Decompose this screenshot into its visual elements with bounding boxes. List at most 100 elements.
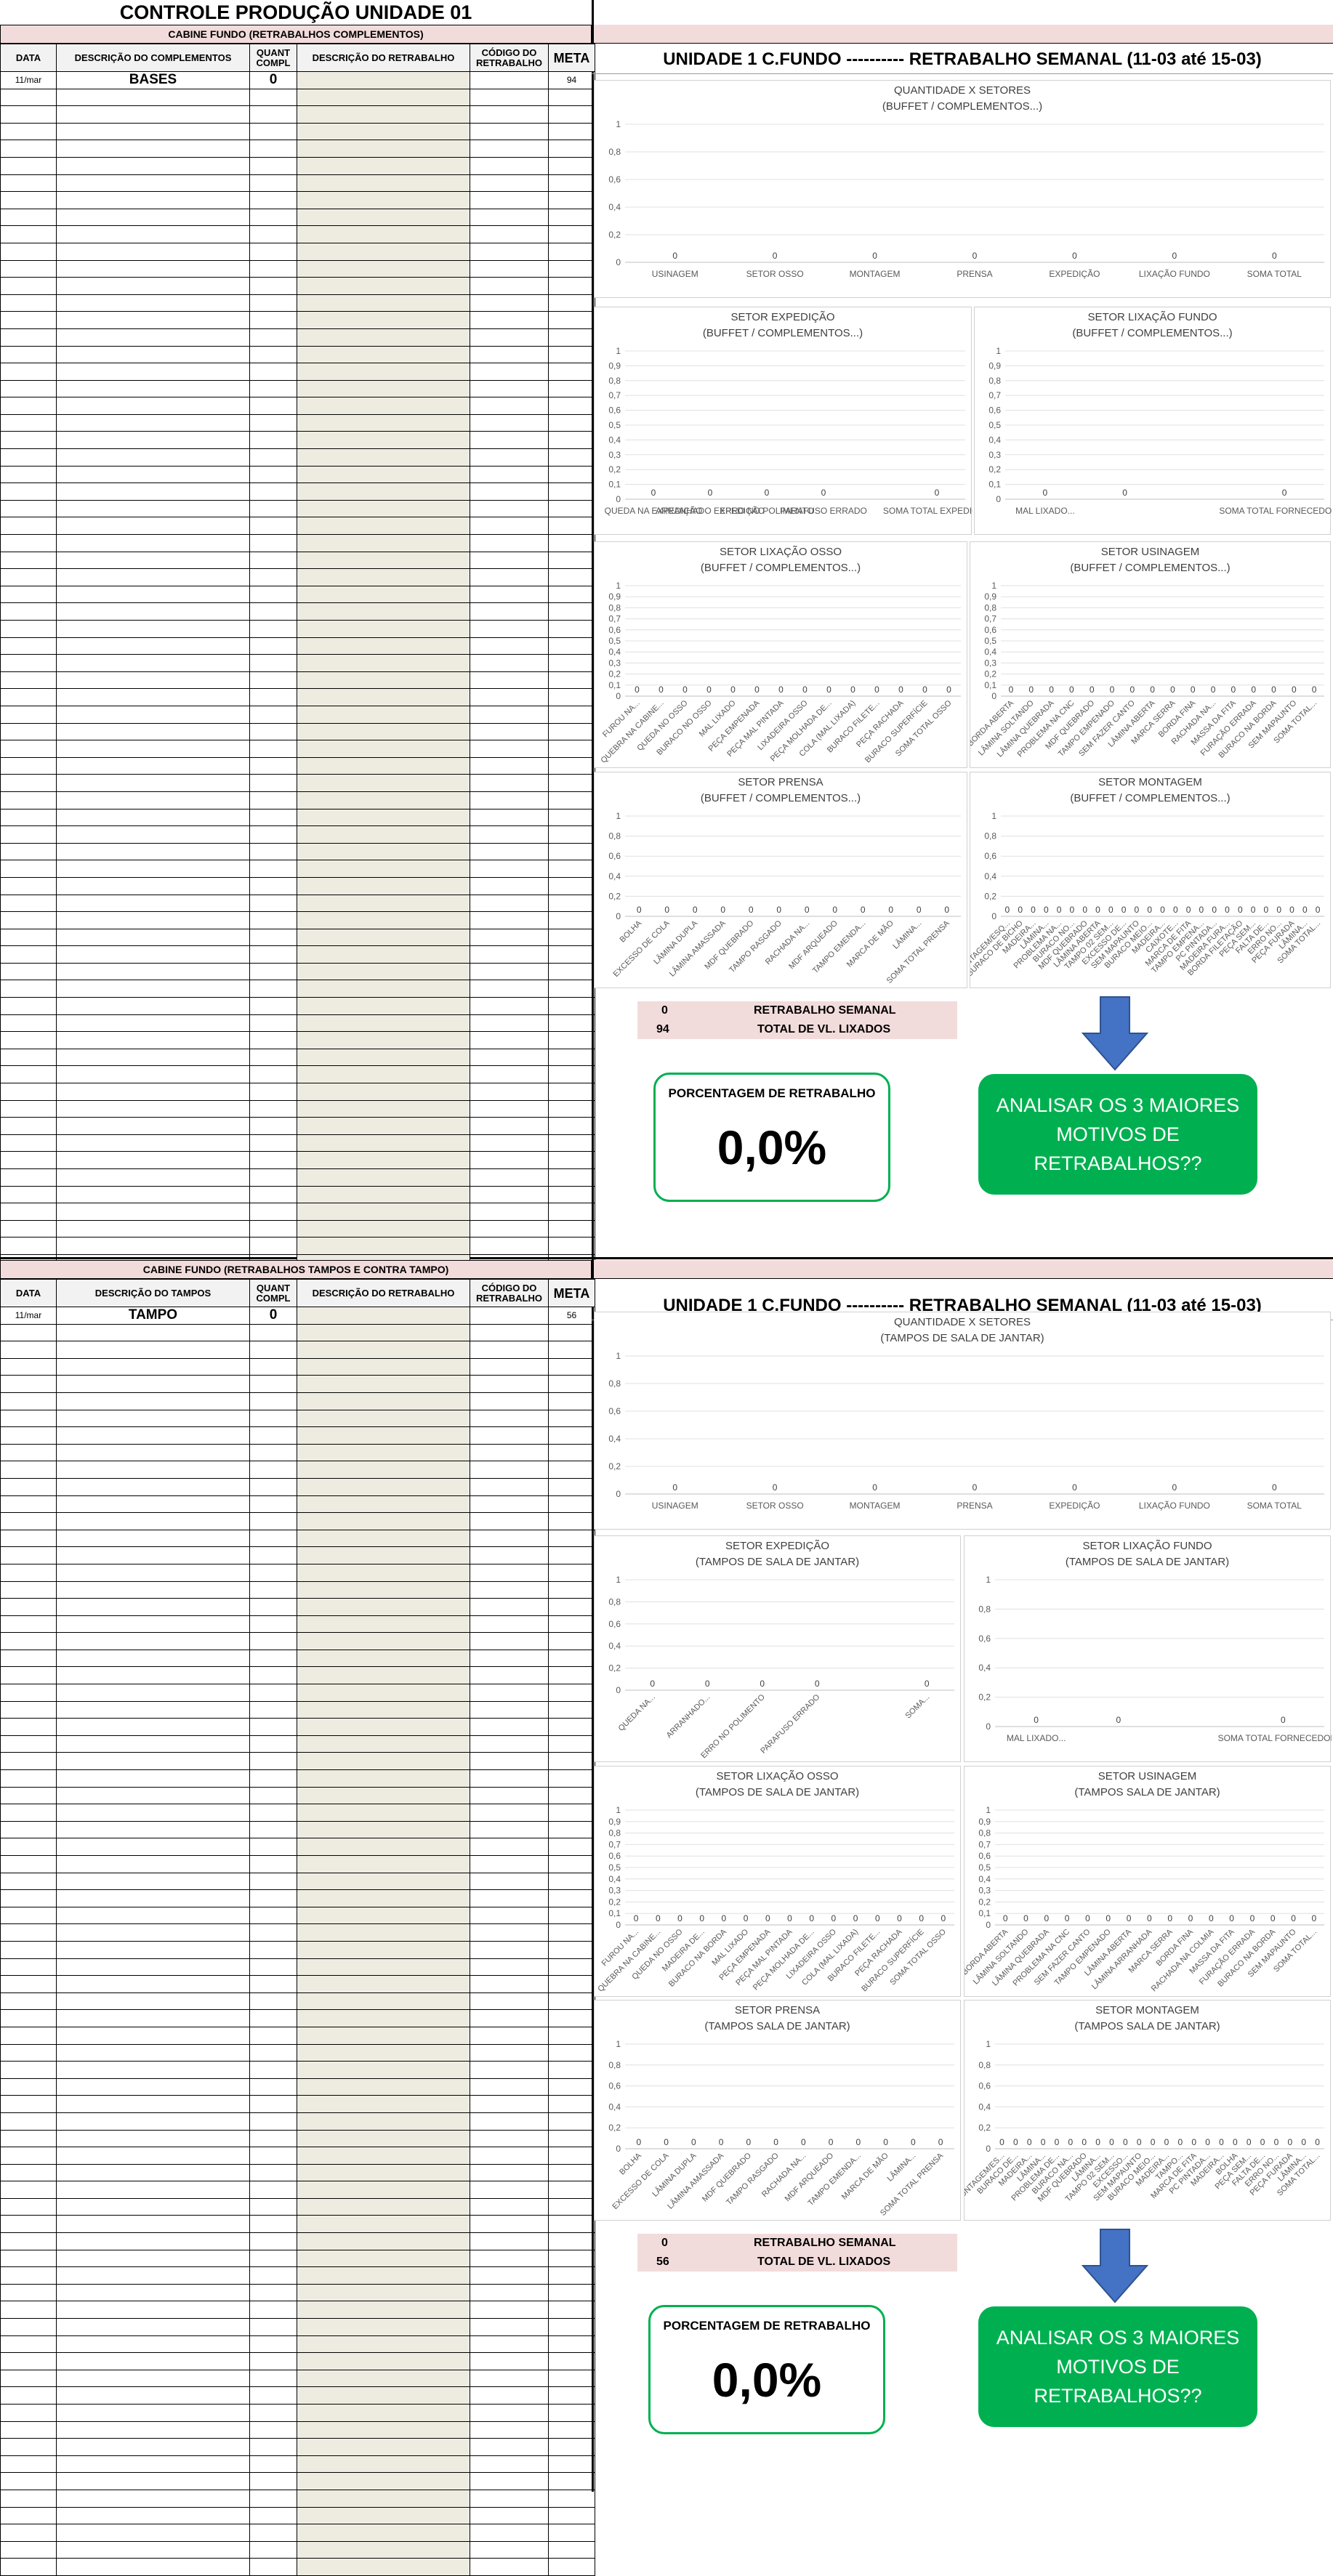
table-cell[interactable] [0,928,57,947]
table-cell[interactable] [0,2335,57,2354]
table-cell[interactable] [0,774,57,792]
table-cell[interactable] [548,962,595,981]
table-cell[interactable] [297,1855,470,1873]
table-cell[interactable] [470,945,549,964]
table-cell[interactable] [56,2181,250,2199]
table-cell[interactable] [249,225,297,243]
table-cell[interactable] [470,722,549,741]
table-cell[interactable] [249,860,297,878]
table-cell[interactable] [297,2078,470,2096]
table-cell[interactable] [297,945,470,964]
table-cell[interactable] [548,88,595,107]
table-cell[interactable]: 0 [249,71,297,89]
table-cell[interactable] [56,1099,250,1118]
table-cell[interactable] [548,1185,595,1204]
table-cell[interactable] [249,140,297,158]
table-cell[interactable] [56,465,250,484]
table-cell[interactable] [297,2558,470,2576]
table-cell[interactable] [297,2540,470,2559]
table-cell[interactable] [297,1632,470,1650]
table-cell[interactable] [56,1975,250,1993]
table-cell[interactable] [249,2043,297,2062]
table-cell[interactable] [297,722,470,741]
table-cell[interactable] [548,1219,595,1238]
table-cell[interactable] [56,551,250,570]
table-cell[interactable] [548,105,595,124]
table-cell[interactable] [548,363,595,381]
table-cell[interactable] [56,2540,250,2559]
table-cell[interactable] [0,277,57,295]
table-cell[interactable] [249,654,297,672]
table-cell[interactable] [249,2266,297,2285]
table-cell[interactable] [56,242,250,261]
table-cell[interactable] [249,568,297,586]
table-cell[interactable] [297,397,470,415]
table-cell[interactable] [0,448,57,467]
table-cell[interactable] [56,602,250,621]
table-cell[interactable] [297,911,470,929]
table-cell[interactable] [56,1940,250,1959]
table-cell[interactable] [470,1649,549,1668]
table-cell[interactable] [470,345,549,364]
table-cell[interactable] [0,1083,57,1101]
table-cell[interactable] [470,1752,549,1771]
table-cell[interactable] [0,105,57,124]
table-cell[interactable] [249,397,297,415]
table-cell[interactable] [56,2043,250,2062]
table-cell[interactable] [470,1357,549,1376]
table-cell[interactable] [249,294,297,312]
table-cell[interactable] [0,1563,57,1582]
table-cell[interactable] [470,465,549,484]
table-cell[interactable] [470,517,549,536]
table-cell[interactable] [0,88,57,107]
table-cell[interactable] [470,2061,549,2079]
table-cell[interactable] [249,1563,297,1582]
table-cell[interactable] [0,1923,57,1942]
table-cell[interactable] [548,1923,595,1942]
table-cell[interactable] [0,791,57,809]
table-cell[interactable] [470,1872,549,1891]
table-cell[interactable] [548,1546,595,1564]
table-cell[interactable] [0,1632,57,1650]
table-cell[interactable] [249,962,297,981]
table-cell[interactable] [548,2455,595,2474]
table-cell[interactable] [548,156,595,175]
table-cell[interactable] [470,654,549,672]
table-cell[interactable] [0,517,57,536]
table-cell[interactable] [297,568,470,586]
table-cell[interactable] [297,1083,470,1101]
table-cell[interactable] [470,997,549,1015]
table-cell[interactable] [0,1048,57,1067]
table-cell[interactable] [0,174,57,193]
table-cell[interactable] [0,1014,57,1033]
table-cell[interactable] [548,1392,595,1410]
table-cell[interactable] [470,1065,549,1084]
table-cell[interactable] [249,1580,297,1599]
table-cell[interactable] [470,1392,549,1410]
table-cell[interactable] [0,2369,57,2388]
table-cell[interactable] [0,1580,57,1599]
table-cell[interactable] [548,1735,595,1753]
table-cell[interactable] [470,2438,549,2456]
table-cell[interactable] [0,671,57,690]
table-cell[interactable] [249,756,297,775]
table-cell[interactable] [56,1632,250,1650]
table-cell[interactable] [548,1134,595,1152]
table-cell[interactable] [470,1048,549,1067]
table-cell[interactable] [297,2266,470,2285]
table-cell[interactable] [297,1375,470,1393]
table-cell[interactable] [0,225,57,243]
table-cell[interactable] [249,2197,297,2216]
table-cell[interactable] [0,2438,57,2456]
table-cell[interactable] [249,1031,297,1049]
table-cell[interactable] [0,1615,57,1634]
table-cell[interactable] [56,1477,250,1496]
table-cell[interactable] [470,1563,549,1582]
table-cell[interactable] [0,534,57,552]
table-cell[interactable] [548,945,595,964]
table-cell[interactable] [470,860,549,878]
table-cell[interactable] [470,1820,549,1839]
table-cell[interactable] [249,156,297,175]
table-cell[interactable] [0,1323,57,1342]
table-cell[interactable] [249,2438,297,2456]
